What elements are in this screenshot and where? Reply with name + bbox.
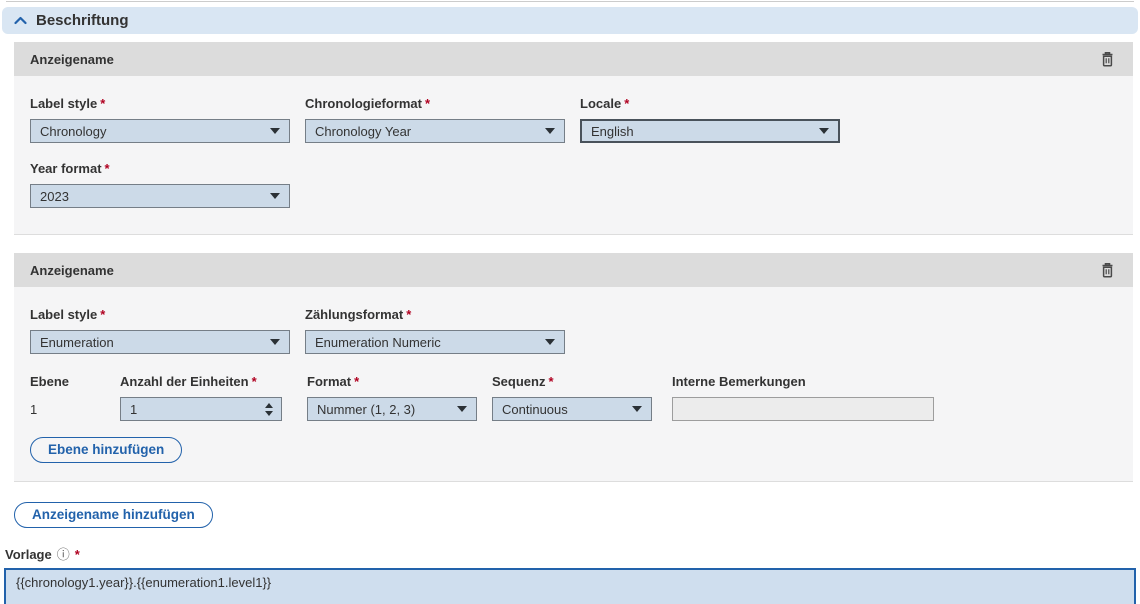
panel-title: Anzeigename: [30, 262, 114, 278]
stepper-arrows[interactable]: [262, 401, 276, 418]
selected-value: Continuous: [502, 401, 568, 417]
internal-remarks-input[interactable]: [672, 397, 934, 421]
selected-value: 2023: [40, 188, 69, 204]
caret-down-icon: [270, 128, 280, 134]
display-name-panel-1: Anzeigename Label style * Chronology: [14, 42, 1133, 235]
field-format: Format * Nummer (1, 2, 3): [307, 374, 477, 421]
caret-down-icon: [265, 410, 273, 416]
field-internal-remarks: Interne Bemerkungen: [672, 374, 934, 421]
field-label: Year format *: [30, 161, 110, 176]
label-style-select[interactable]: Chronology: [30, 119, 290, 143]
trash-icon: [1100, 262, 1115, 278]
required-marker: *: [624, 96, 630, 111]
level-row: Ebene 1 Anzahl der Einheiten *: [30, 374, 1117, 421]
caret-down-icon: [270, 339, 280, 345]
panel-title: Anzeigename: [30, 51, 114, 67]
required-marker: *: [251, 374, 257, 389]
chevron-up-icon: [14, 16, 27, 25]
caret-down-icon: [545, 128, 555, 134]
field-label: Zählungsformat *: [305, 307, 412, 322]
delete-display-name-button[interactable]: [1098, 49, 1117, 69]
field-label-style: Label style * Chronology: [30, 96, 290, 143]
add-display-name-button[interactable]: Anzeigename hinzufügen: [14, 502, 213, 528]
field-label: Ebene: [30, 374, 70, 389]
required-marker: *: [406, 307, 412, 322]
panel-header: Anzeigename: [14, 253, 1133, 287]
field-level: Ebene 1: [30, 374, 120, 421]
required-marker: *: [354, 374, 360, 389]
delete-display-name-button[interactable]: [1098, 260, 1117, 280]
trash-icon: [1100, 51, 1115, 67]
field-label: Label style *: [30, 307, 106, 322]
year-format-select[interactable]: 2023: [30, 184, 290, 208]
field-label: Locale *: [580, 96, 630, 111]
field-label: Label style *: [30, 96, 106, 111]
add-level-button[interactable]: Ebene hinzufügen: [30, 437, 183, 463]
required-marker: *: [548, 374, 554, 389]
locale-select[interactable]: English: [580, 119, 840, 143]
selected-value: English: [591, 123, 634, 139]
field-label: Chronologieformat *: [305, 96, 431, 111]
section-title: Beschriftung: [36, 12, 129, 29]
selected-value: Chronology Year: [315, 123, 412, 139]
selected-value: Enumeration Numeric: [315, 334, 441, 350]
required-marker: *: [100, 307, 106, 322]
template-label-text: Vorlage: [5, 546, 52, 562]
section-header-beschriftung[interactable]: Beschriftung: [2, 7, 1138, 34]
format-select[interactable]: Nummer (1, 2, 3): [307, 397, 477, 421]
template-textarea[interactable]: {{chronology1.year}}.{{enumeration1.leve…: [4, 568, 1136, 604]
panel-header: Anzeigename: [14, 42, 1133, 76]
label-style-select[interactable]: Enumeration: [30, 330, 290, 354]
field-sequence: Sequenz * Continuous: [492, 374, 652, 421]
field-year-format: Year format * 2023: [30, 161, 290, 208]
field-locale: Locale * English: [580, 96, 840, 143]
caret-down-icon: [545, 339, 555, 345]
units-input[interactable]: [121, 399, 231, 419]
panel-body: Label style * Enumeration Zählungsformat…: [14, 287, 1133, 481]
info-icon[interactable]: ⓘ: [56, 546, 70, 562]
display-name-panel-2: Anzeigename Label style * Enumeration: [14, 253, 1133, 482]
caret-down-icon: [270, 193, 280, 199]
field-label: Format *: [307, 374, 360, 389]
top-divider: [6, 0, 1134, 2]
enumeration-format-select[interactable]: Enumeration Numeric: [305, 330, 565, 354]
sequence-select[interactable]: Continuous: [492, 397, 652, 421]
template-label: Vorlage ⓘ *: [5, 545, 1140, 563]
caret-down-icon: [457, 406, 467, 412]
caret-down-icon: [632, 406, 642, 412]
field-chronology-format: Chronologieformat * Chronology Year: [305, 96, 565, 143]
chronology-format-select[interactable]: Chronology Year: [305, 119, 565, 143]
field-enumeration-format: Zählungsformat * Enumeration Numeric: [305, 307, 565, 354]
field-label-style: Label style * Enumeration: [30, 307, 290, 354]
field-units: Anzahl der Einheiten *: [120, 374, 282, 421]
selected-value: Enumeration: [40, 334, 114, 350]
units-stepper: [120, 397, 282, 421]
caret-up-icon: [265, 402, 273, 408]
required-marker: *: [74, 546, 80, 562]
field-label: Sequenz *: [492, 374, 554, 389]
level-number: 1: [30, 402, 38, 417]
required-marker: *: [104, 161, 110, 176]
selected-value: Nummer (1, 2, 3): [317, 401, 416, 417]
caret-down-icon: [819, 128, 829, 134]
required-marker: *: [425, 96, 431, 111]
required-marker: *: [100, 96, 106, 111]
selected-value: Chronology: [40, 123, 107, 139]
field-label: Anzahl der Einheiten *: [120, 374, 257, 389]
field-label: Interne Bemerkungen: [672, 374, 806, 389]
panel-body: Label style * Chronology Chronologieform…: [14, 76, 1133, 234]
